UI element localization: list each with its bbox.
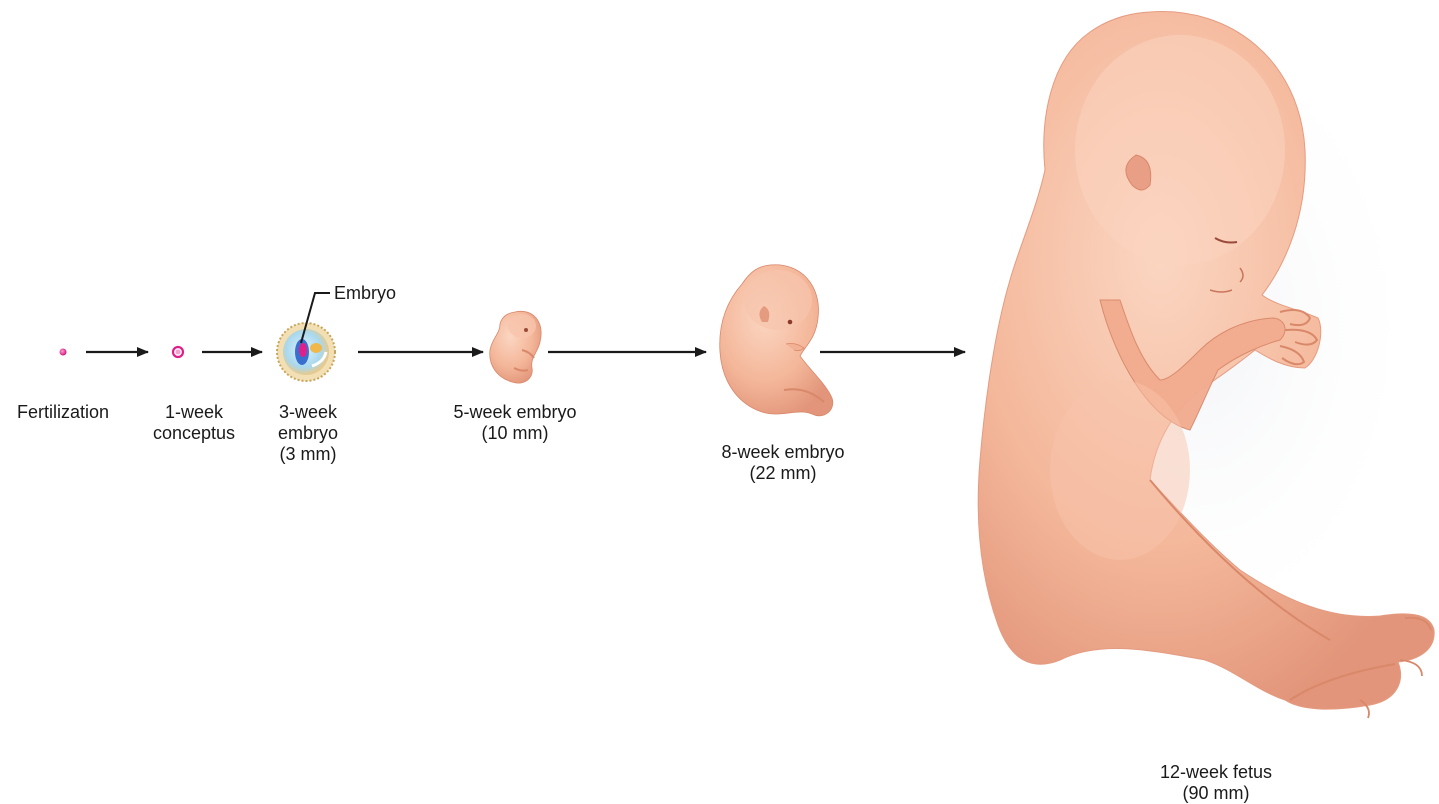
fertilized-egg-illustration [60,349,67,356]
label-three-week-line3: (3 mm) [258,444,358,465]
label-twelve-week-fetus: 12-week fetus (90 mm) [1136,762,1296,804]
callout-embryo-label: Embryo [334,283,396,304]
label-three-week-line1: 3-week [258,402,358,423]
three-week-embryo-illustration [277,293,335,381]
label-three-week-line2: embryo [258,423,358,444]
five-week-embryo-illustration [490,311,541,383]
label-one-week-line2: conceptus [136,423,252,444]
label-fertilization: Fertilization [4,402,122,423]
label-five-week-line2: (10 mm) [430,423,600,444]
label-eight-week-line2: (22 mm) [698,463,868,484]
callout-embryo-text: Embryo [334,283,396,304]
label-twelve-week-line2: (90 mm) [1136,783,1296,804]
label-fertilization-text: Fertilization [4,402,122,423]
label-eight-week-embryo: 8-week embryo (22 mm) [698,442,868,484]
label-five-week-line1: 5-week embryo [430,402,600,423]
label-five-week-embryo: 5-week embryo (10 mm) [430,402,600,444]
label-eight-week-line1: 8-week embryo [698,442,868,463]
eight-week-embryo-illustration [720,265,833,416]
label-one-week-conceptus: 1-week conceptus [136,402,252,444]
label-one-week-line1: 1-week [136,402,252,423]
conceptus-illustration [173,347,183,357]
label-twelve-week-line1: 12-week fetus [1136,762,1296,783]
label-three-week-embryo: 3-week embryo (3 mm) [258,402,358,465]
